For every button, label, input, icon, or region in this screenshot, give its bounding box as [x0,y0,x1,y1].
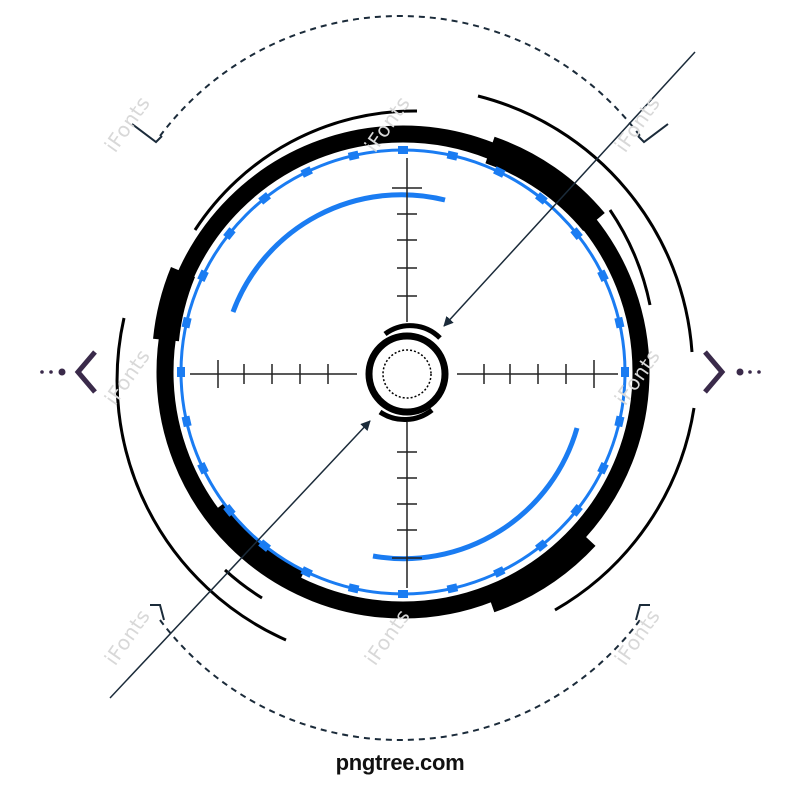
dashed-outer-arcs [131,15,669,741]
blue-ring-tick [534,539,548,552]
blue-ring-tick [347,583,360,594]
blue-ring-tick [197,269,209,282]
thin-arc-bottom-right [554,407,696,612]
left-dot-2 [49,370,53,374]
blue-ring-tick [347,150,360,161]
center-outer-ring [365,332,449,416]
bracket-top-right [637,123,669,144]
bracket-bottom-left [150,604,165,621]
blue-ring-tick [570,503,583,517]
blue-ring-tick [493,166,506,178]
blue-ring [177,146,629,598]
brand-wordmark: pngtree.com [335,750,465,775]
left-dot-3 [58,368,66,376]
thin-outer-arcs [115,94,696,642]
blue-ring-tick [300,166,313,178]
blue-ring-tick [258,539,272,552]
blue-ring-tick [446,150,459,161]
blue-ring-tick [621,367,629,377]
arrow-top-right [443,51,696,327]
inner-blue-arc-top-left [230,192,446,313]
bracket-top-left [131,123,163,144]
right-dot-1 [736,368,744,376]
thin-arc-left [115,317,287,642]
inner-blue-arc-bottom-right [372,427,580,562]
blue-ring-tick [614,316,625,329]
blue-ring-tick [570,227,583,241]
blue-ring-tick [181,415,192,428]
bracket-bottom-right [635,604,650,621]
blue-ring-tick [258,192,272,205]
blue-ring-ticks [177,146,629,598]
center-target [365,323,449,423]
dashed-bottom-arc [159,619,641,741]
thin-arc-top-left [193,109,418,231]
blue-ring-tick [398,146,408,154]
side-indicators [40,350,761,394]
thin-arc-bottom-left-inner [223,568,263,600]
thin-arc-right-inner [608,209,652,306]
right-dot-2 [748,370,752,374]
blue-ring-tick [398,590,408,598]
black-ring-bulge-bottom-right [485,527,596,613]
thin-arc-top-right [477,94,694,353]
blue-thin-ring [179,148,627,596]
black-ring-bulge-left [153,267,196,342]
crosshair [190,158,618,588]
black-ring-bulge-top-right [485,136,605,232]
center-ring-accent-bottom [378,407,434,423]
chevron-left-icon [74,350,97,394]
blue-ring-tick [614,415,625,428]
black-ring [156,125,650,619]
blue-ring-tick [597,269,609,282]
blue-ring-tick [181,316,192,329]
diagonal-pointers [109,51,696,699]
blue-ring-tick [223,227,236,241]
crosshair-ticks [217,187,595,559]
black-ring-bulge-bottom-left [206,503,306,590]
dashed-top-arc [159,15,641,137]
arrow-bottom-left [109,420,371,699]
left-dot-1 [40,370,44,374]
center-ring-accent-top [383,323,442,340]
blue-ring-tick [223,503,236,517]
blue-ring-tick [597,462,609,475]
thick-black-ring [153,125,650,619]
chevron-right-icon [703,350,726,394]
blue-ring-tick [197,462,209,475]
blue-ring-tick [300,566,313,578]
center-dotted-circle [382,349,432,399]
blue-ring-tick [534,192,548,205]
blue-ring-tick [493,566,506,578]
blue-ring-tick [177,367,185,377]
right-dot-3 [757,370,761,374]
blue-ring-tick [446,583,459,594]
